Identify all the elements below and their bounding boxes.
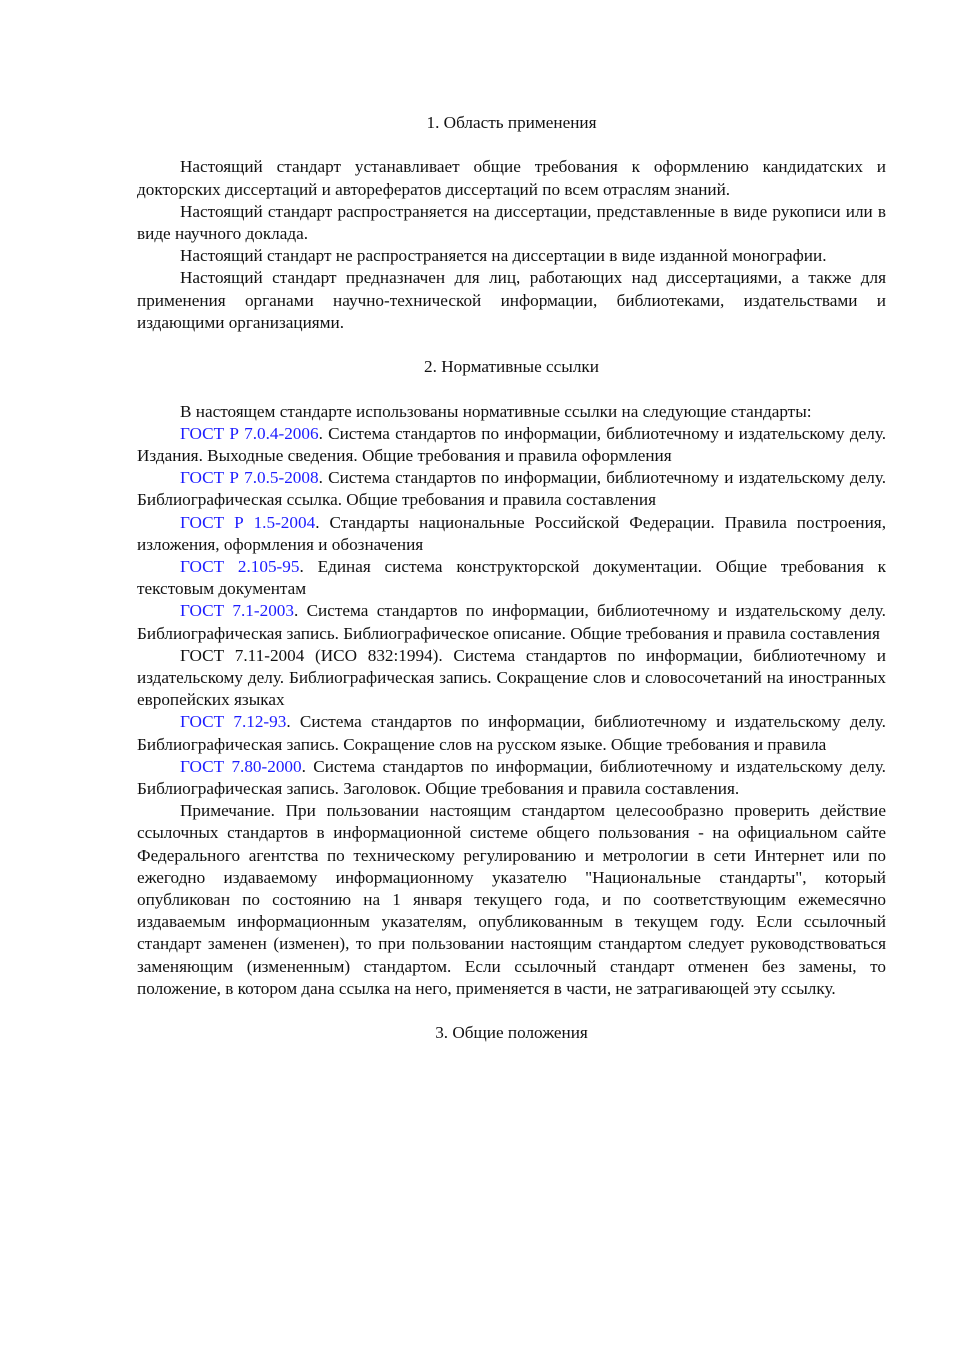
gost-code: ГОСТ 7.11-2004 (180, 645, 305, 665)
gost-link[interactable]: ГОСТ 2.105-95 (180, 557, 300, 577)
reference-title: (ИСО 832:1994). Система стандартов по ин… (137, 645, 886, 710)
gost-link[interactable]: ГОСТ Р 1.5-2004 (180, 512, 316, 532)
reference-title: . Система стандартов по информации, библ… (137, 712, 886, 754)
reference-item: ГОСТ Р 1.5-2004. Стандарты национальные … (137, 512, 886, 556)
reference-item: ГОСТ 7.1-2003. Система стандартов по инф… (137, 600, 886, 644)
reference-title: . Система стандартов по информации, библ… (137, 601, 886, 643)
gost-link[interactable]: ГОСТ Р 7.0.4-2006 (180, 423, 319, 443)
section-1-paragraph: Настоящий стандарт распространяется на д… (137, 201, 886, 243)
reference-item: ГОСТ 2.105-95. Единая система конструкто… (137, 556, 886, 600)
document-page: 1. Область применения Настоящий стандарт… (137, 112, 886, 1067)
reference-item: ГОСТ Р 7.0.4-2006. Система стандартов по… (137, 423, 886, 467)
section-2-note: Примечание. При пользовании настоящим ст… (137, 801, 886, 998)
section-1-paragraph: Настоящий стандарт предназначен для лиц,… (137, 268, 886, 332)
reference-item: ГОСТ 7.11-2004 (ИСО 832:1994). Система с… (137, 645, 886, 712)
section-1-paragraph: Настоящий стандарт не распространяется н… (180, 246, 827, 266)
section-2-intro: В настоящем стандарте использованы норма… (180, 401, 812, 421)
reference-title: . Система стандартов по информации, библ… (137, 756, 886, 799)
section-1-paragraph: Настоящий стандарт устанавливает общие т… (137, 157, 886, 199)
section-1-heading: 1. Область применения (426, 113, 597, 132)
gost-link[interactable]: ГОСТ 7.80-2000 (180, 756, 302, 776)
reference-title: . Система стандартов по информации, библ… (137, 423, 886, 465)
section-3-heading: 3. Общие положения (435, 1023, 588, 1043)
reference-title: . Система стандартов по информации, библ… (137, 468, 886, 510)
gost-link[interactable]: ГОСТ Р 7.0.5-2008 (180, 468, 319, 488)
gost-link[interactable]: ГОСТ 7.1-2003 (180, 601, 294, 621)
reference-item: ГОСТ 7.12-93. Система стандартов по инфо… (137, 711, 886, 755)
reference-title: . Единая система конструкторской докумен… (137, 557, 886, 599)
reference-item: ГОСТ Р 7.0.5-2008. Система стандартов по… (137, 467, 886, 511)
reference-item: ГОСТ 7.80-2000. Система стандартов по ин… (137, 756, 886, 800)
gost-link[interactable]: ГОСТ 7.12-93 (180, 712, 287, 732)
section-2-heading: 2. Нормативные ссылки (424, 357, 599, 377)
reference-title: . Стандарты национальные Российской Феде… (137, 512, 886, 554)
